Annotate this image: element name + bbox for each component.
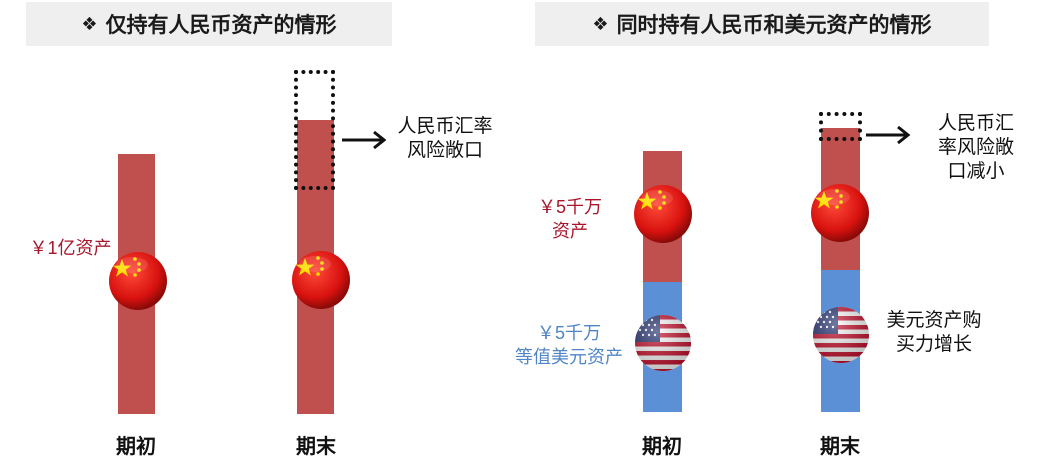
left-title-text: 仅持有人民币资产的情形: [105, 14, 337, 37]
left-panel-title: ❖ 仅持有人民币资产的情形: [26, 2, 392, 46]
left-start-label: 期初: [116, 436, 156, 458]
china-flag-icon: [634, 185, 692, 243]
right-usd-power-label: 美元资产购 买力增长: [886, 310, 982, 355]
left-asset-label: ￥1亿资产: [29, 238, 112, 258]
china-flag-icon: [811, 184, 869, 242]
right-panel-title: ❖ 同时持有人民币和美元资产的情形: [535, 2, 989, 46]
china-flag-icon: [292, 251, 350, 309]
arrow-right-icon: [342, 130, 387, 150]
right-exposure-label: 人民币汇 率风险敞 口减小: [937, 113, 1014, 182]
right-end-label: 期末: [820, 436, 860, 458]
left-end-label: 期末: [296, 436, 336, 458]
left-end-exposure-box: [294, 70, 335, 190]
left-exposure-label: 人民币汇率 风险敞口: [397, 116, 493, 161]
right-end-exposure-box: [819, 112, 862, 141]
usa-flag-icon: [635, 315, 691, 371]
usa-flag-icon: [813, 307, 869, 363]
right-start-label: 期初: [642, 436, 682, 458]
right-usd-label: ￥5千万 等值美元资产: [515, 323, 623, 367]
right-rmb-label: ￥5千万 资产: [537, 197, 602, 241]
right-title-text: 同时持有人民币和美元资产的情形: [616, 14, 932, 37]
arrow-right-icon: [866, 125, 911, 145]
bullet-icon: ❖: [592, 13, 609, 34]
china-flag-icon: [109, 252, 167, 310]
bullet-icon: ❖: [81, 13, 98, 34]
